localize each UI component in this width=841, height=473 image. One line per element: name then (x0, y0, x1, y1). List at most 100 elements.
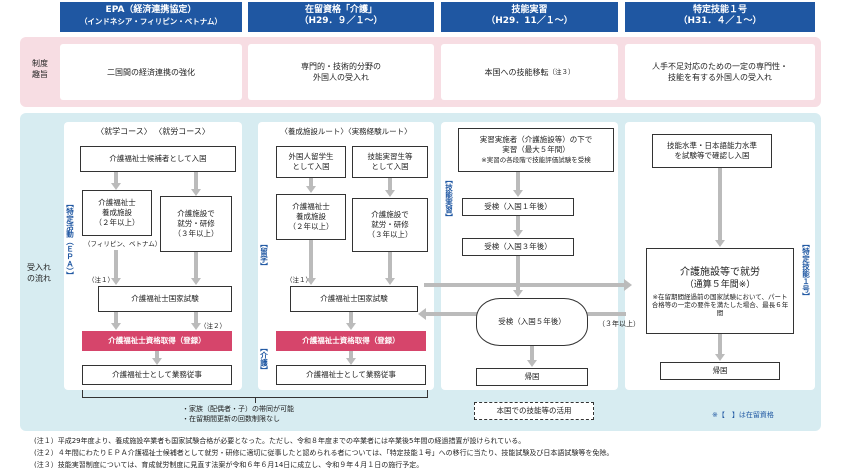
kaigo-student-box: 外国人留学生 として入国 (276, 146, 346, 178)
kaigo-arrowhead-4 (385, 278, 395, 285)
kaigo-side-ryugaku-text: 【留学】 (259, 240, 269, 270)
epa-work-train-box: 介護施設で 就労・研修 （３年以上） (160, 196, 232, 252)
gino-side-label: 【技能実習】 (443, 176, 455, 223)
kaigo-exam-box: 介護福祉士国家試験 (290, 286, 418, 312)
purpose-note3: （注３） (548, 68, 575, 76)
kaigo-work-train: 介護施設で 就労・研修 （３年以上） (367, 210, 413, 239)
epa-course-label: 〈就学コース〉 〈就労コース〉 (96, 127, 210, 136)
epa-arrowhead-3 (111, 278, 121, 285)
gino-home-use: 本国での技能等の活用 (496, 406, 572, 415)
epa-arrow-1 (114, 172, 118, 184)
epa-exam-box: 介護福祉士国家試験 (98, 286, 232, 312)
purpose-epa: 二国間の経済連携の強化 (107, 67, 195, 77)
family-bracket-stem (255, 397, 256, 403)
epa-school: 介護福祉士 養成施設 （２年以上） (94, 198, 140, 227)
tokutei-arrow-2 (718, 334, 722, 354)
gino-side-text: 【技能実習】 (444, 176, 454, 221)
epa-arrow-3 (114, 250, 118, 278)
epa-arrowhead-1 (111, 183, 121, 190)
gino-three-years: （３年以上） (598, 320, 640, 328)
purpose-kaigo-box: 専門的・技術的分野の 外国人の受入れ (248, 44, 434, 100)
family-note-2: ・在留期間更新の回数制限なし (182, 415, 280, 423)
epa-arrowhead-2 (191, 189, 201, 196)
gino-sub: ※実習の各段階で技能評価試験を受検 (481, 156, 591, 164)
kaigo-work: 介護福祉士として業務従事 (306, 370, 396, 379)
header-gino: 技能実習 （H29．11／１～） (441, 2, 618, 32)
kaigo-note1: （注１） (286, 276, 312, 284)
header-tokutei-line2: （H31．４／１～） (678, 16, 762, 26)
footnote-1: (注１）平成29年度より、養成施設卒業者も国家試験合格が必要となった。ただし、令… (34, 437, 526, 445)
tokutei-arrowhead-2 (715, 354, 725, 361)
gino-main: 実習実施者（介護施設等）の下で 実習（最大５年間） (479, 135, 593, 154)
purpose-gino: 本国への技能移転 (484, 67, 549, 77)
header-epa-line2: （インドネシア・フィリピン・ベトナム） (79, 17, 223, 26)
epa-school-note: （フィリピン、ベトナム） (84, 240, 162, 248)
purpose-gino-box: 本国への技能移転（注３） (441, 44, 618, 100)
gino-arrow-4 (530, 346, 534, 360)
footnote-2: (注２）４年間にわたりＥＰＡ介護福祉士候補者として就労・研修に適切に従事したと認… (34, 449, 614, 457)
family-note-1: ・家族（配偶者・子）の帯同が可能 (182, 405, 294, 413)
gino-exam1-box: 受検（入国１年後） (462, 198, 574, 216)
gino-return-box: 帰国 (476, 368, 588, 386)
epa-work-box: 介護福祉士として業務従事 (82, 365, 232, 385)
kaigo-arrowhead-6 (346, 358, 356, 365)
kaigo-work-train-box: 介護施設で 就労・研修 （３年以上） (352, 198, 428, 252)
connector-arrow-right (624, 279, 632, 291)
epa-arrow-4 (194, 252, 198, 278)
epa-side-label: 【特定活動（ＥＰＡ）】 (64, 200, 76, 281)
header-epa-line1: EPA（経済連携協定） (105, 5, 197, 15)
epa-arrowhead-5 (111, 323, 121, 330)
kaigo-exam: 介護福祉士国家試験 (320, 294, 388, 303)
kaigo-school: 介護福祉士 養成施設 （２年以上） (288, 202, 334, 231)
purpose-tokutei: 人手不足対応のための一定の専門性・ 技能を有する外国人の受入れ (652, 62, 788, 82)
header-kaigo-line1: 在留資格「介護」 (304, 5, 377, 15)
kaigo-arrow-6 (349, 351, 353, 359)
gino-return: 帰国 (524, 372, 540, 381)
connector-exam-row (424, 283, 626, 287)
kaigo-intern-box: 技能実習生等 として入国 (352, 146, 428, 178)
epa-arrow-7 (155, 351, 159, 359)
gino-arrowhead-1 (513, 190, 523, 197)
gino-exam5-box: 受検（入国５年後） (476, 298, 588, 346)
tokutei-side-label: 【特定技能１号】 (800, 240, 812, 302)
kaigo-student: 外国人留学生 として入国 (288, 152, 334, 171)
gino-main-box: 実習実施者（介護施設等）の下で 実習（最大５年間） ※実習の各段階で技能評価試験… (458, 128, 614, 172)
kaigo-work-box: 介護福祉士として業務従事 (276, 365, 426, 385)
header-kaigo-line2: （H29．９／１～） (299, 16, 383, 26)
row-label-seido: 制度 趣旨 (32, 59, 48, 79)
purpose-epa-box: 二国間の経済連携の強化 (60, 44, 242, 100)
epa-arrowhead-4 (191, 278, 201, 285)
header-gino-line2: （H29．11／１～） (486, 16, 573, 26)
kaigo-arrow-2 (388, 178, 392, 190)
tokutei-work-box: 介護施設等で就労 （通算５年間※） ※在留期間経過前の国家試験において、パート合… (646, 248, 794, 334)
gino-exam3: 受検（入国３年後） (484, 242, 552, 251)
epa-candidate-box: 介護福祉士候補者として入国 (80, 146, 236, 172)
epa-arrow-2 (194, 172, 198, 190)
tokutei-arrowhead-1 (715, 240, 725, 247)
epa-certify: 介護福祉士資格取得（登録） (108, 336, 206, 345)
kaigo-arrow-3 (309, 240, 313, 278)
kaigo-side-kaigo: 【介護】 (258, 344, 270, 376)
epa-arrow-5 (114, 312, 118, 324)
epa-side-text: 【特定活動（ＥＰＡ）】 (65, 200, 75, 279)
tokutei-work-note: ※在留期間経過前の国家試験において、パート合格等の一定の要件を満たした場合、最長… (651, 292, 789, 317)
kaigo-arrow-1 (309, 178, 313, 186)
header-gino-line1: 技能実習 (511, 5, 548, 15)
gino-arrow-3 (516, 256, 520, 290)
row-label-ukeire: 受入れ の流れ (27, 263, 51, 283)
gino-exam3-box: 受検（入国３年後） (462, 238, 574, 256)
epa-arrow-6 (194, 312, 198, 324)
kaigo-certify: 介護福祉士資格取得（登録） (302, 336, 400, 345)
header-tokutei: 特定技能１号 （H31．４／１～） (625, 2, 815, 32)
gino-arrowhead-3 (513, 290, 523, 297)
header-tokutei-line1: 特定技能１号 (692, 5, 747, 15)
header-kaigo: 在留資格「介護」 （H29．９／１～） (248, 2, 434, 32)
epa-note2: （注２） (200, 322, 226, 330)
tokutei-test: 技能水準・日本語能力水準 を試験等で確認し入国 (667, 141, 757, 160)
kaigo-arrowhead-2 (385, 190, 395, 197)
legend-note: ※【 】は在留資格 (712, 411, 774, 419)
gino-arrow-2 (516, 216, 520, 230)
kaigo-route-label: 〈養成施設ルート〉〈実務経験ルート〉 (280, 127, 412, 136)
gino-home-use-box: 本国での技能等の活用 (474, 402, 594, 420)
kaigo-arrow-4 (388, 252, 392, 278)
